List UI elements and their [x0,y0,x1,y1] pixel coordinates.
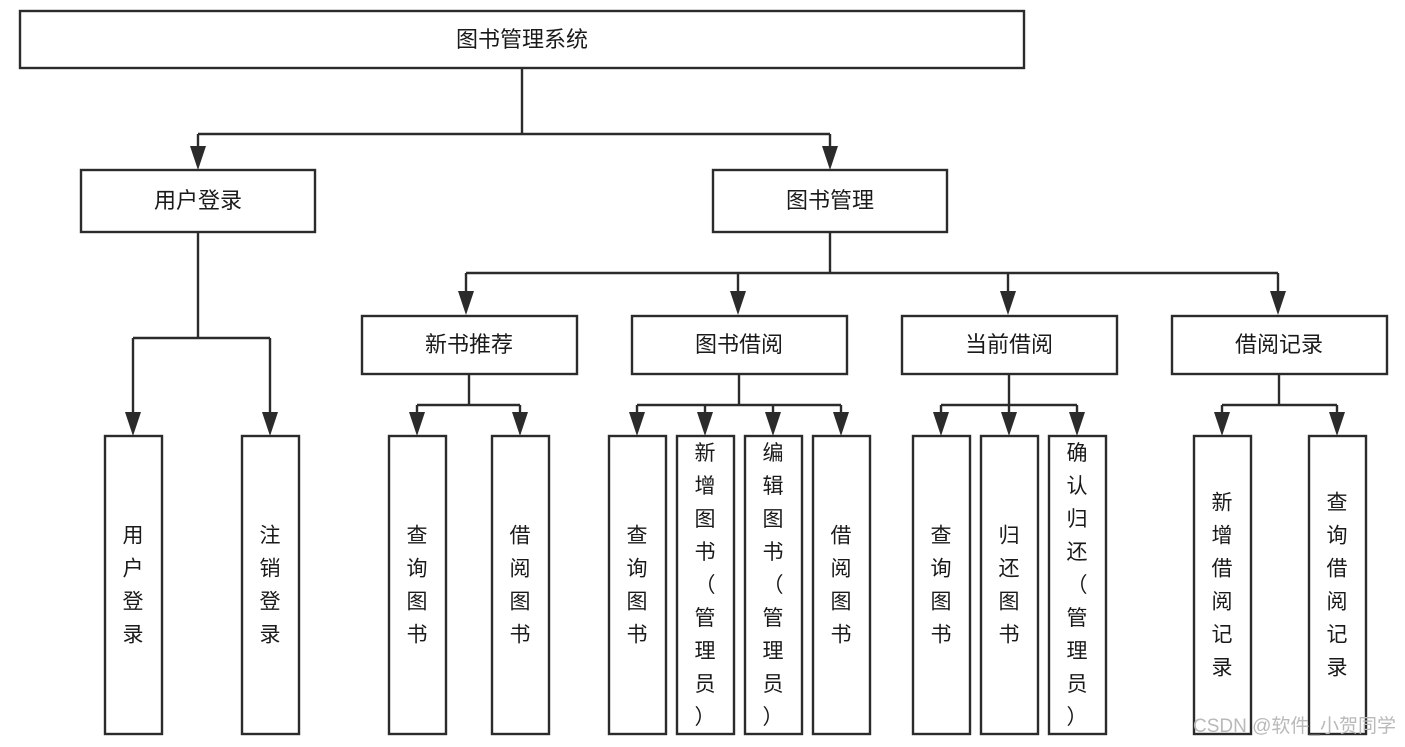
node-leaf-logout-login[interactable]: 注销登录 [240,434,301,736]
node-leaf-query-book-3[interactable]: 查询图书 [911,434,972,736]
arrow-head-leaf-return-book [1001,412,1017,436]
arrow-head-leaf-confirm-return [1069,412,1085,436]
node-leaf-query-book-1-label: 查询图书 [407,525,428,647]
node-book-manage-box[interactable] [711,168,949,234]
arrow-head-leaf-query-book-1 [409,412,425,436]
node-leaf-edit-book[interactable]: 编辑图书（管理员） [743,434,804,736]
node-root-system[interactable]: 图书管理系统 [18,9,1026,70]
node-leaf-add-book-label: 新增图书（管理员） [695,442,716,729]
node-leaf-logout-login-label: 注销登录 [260,525,281,647]
node-leaf-query-record-box[interactable] [1307,434,1368,736]
node-root-label: 图书管理系统 [456,27,588,52]
node-leaf-query-book-1[interactable]: 查询图书 [387,434,448,736]
node-leaf-query-book-1-box[interactable] [387,434,448,736]
node-user-login-box[interactable] [79,168,317,234]
node-new-book-recommend-box[interactable] [360,314,579,376]
node-leaf-logout-login-box[interactable] [240,434,301,736]
node-leaf-query-book-3-label: 查询图书 [931,525,952,647]
node-leaf-query-record-label: 查询借阅记录 [1327,492,1348,680]
arrow-head-borrow-record [1270,291,1286,315]
node-leaf-add-record[interactable]: 新增借阅记录 [1192,434,1253,736]
node-borrow-record-label: 借阅记录 [1235,332,1323,357]
node-leaf-user-login-box[interactable] [103,434,164,736]
arrow-head-leaf-add-record [1214,412,1230,436]
node-leaf-add-book[interactable]: 新增图书（管理员） [675,434,736,736]
node-book-manage[interactable]: 图书管理 [711,168,949,234]
csdn-watermark: CSDN @软件_小贺同学 [1193,715,1396,737]
node-book-borrow-label: 图书借阅 [695,332,783,357]
node-user-login[interactable]: 用户登录 [79,168,317,234]
arrow-head-leaf-borrow-book-1 [512,412,528,436]
node-book-borrow[interactable]: 图书借阅 [630,314,849,376]
node-leaf-query-book-2-label: 查询图书 [627,525,648,647]
node-leaf-borrow-book-2-box[interactable] [811,434,872,736]
node-leaf-return-book-label: 归还图书 [999,525,1020,647]
node-leaf-confirm-return-label: 确认归还（管理员） [1067,442,1088,729]
arrow-head-leaf-add-book [697,412,713,436]
node-book-borrow-box[interactable] [630,314,849,376]
arrow-head-leaf-user-login [125,412,141,436]
arrow-head-leaf-query-book-3 [933,412,949,436]
node-leaf-return-book-box[interactable] [979,434,1040,736]
node-borrow-record-box[interactable] [1170,314,1389,376]
arrow-head-user-login [190,146,206,170]
node-leaf-edit-book-box[interactable] [743,434,804,736]
node-leaf-borrow-book-1-label: 借阅图书 [510,525,531,647]
node-current-borrow[interactable]: 当前借阅 [900,314,1119,376]
arrow-head-book-manage [822,146,838,170]
node-new-book-recommend-label: 新书推荐 [425,332,513,357]
node-leaf-query-book-2[interactable]: 查询图书 [607,434,668,736]
node-leaf-return-book[interactable]: 归还图书 [979,434,1040,736]
node-leaf-confirm-return-box[interactable] [1047,434,1108,736]
arrow-head-new-book-recommend [458,291,474,315]
node-leaf-borrow-book-1[interactable]: 借阅图书 [490,434,551,736]
node-borrow-record[interactable]: 借阅记录 [1170,314,1389,376]
node-leaf-query-book-2-box[interactable] [607,434,668,736]
node-leaf-user-login-label: 用户登录 [123,525,144,647]
node-leaf-query-record[interactable]: 查询借阅记录 [1307,434,1368,736]
node-leaf-add-record-label: 新增借阅记录 [1212,492,1233,680]
arrow-head-leaf-edit-book [765,412,781,436]
node-leaf-borrow-book-2[interactable]: 借阅图书 [811,434,872,736]
arrow-head-current-borrow [1000,291,1016,315]
node-leaf-user-login[interactable]: 用户登录 [103,434,164,736]
node-leaf-query-book-3-box[interactable] [911,434,972,736]
arrow-head-book-borrow [730,291,746,315]
node-leaf-borrow-book-1-box[interactable] [490,434,551,736]
arrow-head-leaf-query-record [1329,412,1345,436]
node-leaf-borrow-book-2-label: 借阅图书 [831,525,852,647]
node-user-login-label: 用户登录 [154,188,242,213]
node-leaf-edit-book-label: 编辑图书（管理员） [763,442,784,729]
node-leaf-confirm-return[interactable]: 确认归还（管理员） [1047,434,1108,736]
connectors-group [125,68,1345,436]
node-new-book-recommend[interactable]: 新书推荐 [360,314,579,376]
node-leaf-add-record-box[interactable] [1192,434,1253,736]
arrow-head-leaf-logout-login [262,412,278,436]
node-root-box[interactable] [18,9,1026,70]
node-current-borrow-box[interactable] [900,314,1119,376]
node-leaf-add-book-box[interactable] [675,434,736,736]
arrow-head-leaf-query-book-2 [629,412,645,436]
node-book-manage-label: 图书管理 [786,188,874,213]
arrow-head-leaf-borrow-book-2 [833,412,849,436]
node-current-borrow-label: 当前借阅 [965,332,1053,357]
